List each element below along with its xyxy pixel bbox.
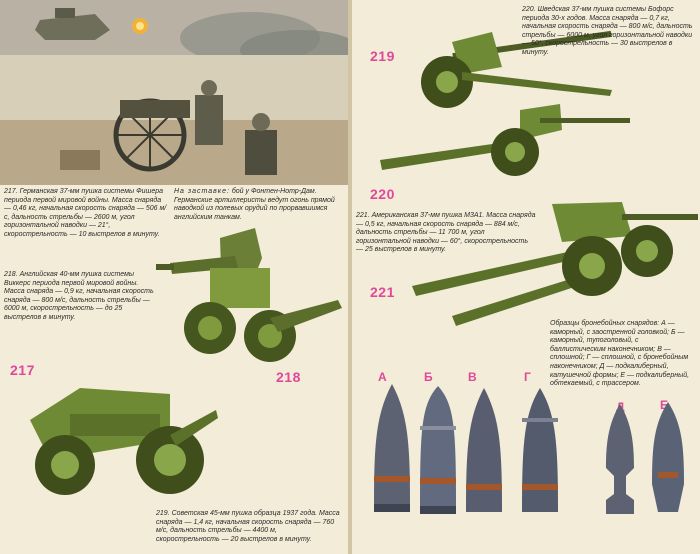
cover-caption-label: На заставке: [174, 188, 230, 195]
shell-e [652, 402, 684, 512]
cover-caption: На заставке: бой у Фонтен-Нотр-Дам. Герм… [174, 188, 344, 222]
page-gutter [348, 0, 352, 554]
shell-v [466, 388, 502, 512]
battle-scene-illustration [0, 0, 348, 185]
left-page: 217. Германская 37-мм пушка системы Фише… [0, 0, 348, 554]
figure-label-220: 220 [370, 186, 395, 202]
shell-d [606, 404, 634, 514]
armor-piercing-shells-illustration [374, 384, 684, 514]
shell-g [522, 388, 558, 512]
soviet-45mm-gun-illustration [30, 388, 218, 495]
shell-letter-b: Б [424, 370, 433, 384]
figure-label-217: 217 [10, 362, 35, 378]
shell-a [374, 384, 410, 512]
figure-label-221: 221 [370, 284, 395, 300]
shell-b [420, 386, 456, 514]
shells-caption: Образцы бронебойных снарядов: А — каморн… [550, 320, 690, 388]
m3a1-37mm-gun-illustration [380, 104, 630, 176]
shell-letter-e: Е [660, 398, 669, 412]
right-page: 219 220. Шведская 37-мм пушка системы Бо… [352, 0, 700, 554]
vickers-40mm-gun-illustration [156, 228, 342, 362]
caption-218: 218. Английская 40-мм пушка системы Викк… [4, 271, 154, 321]
shell-letter-a: А [378, 370, 387, 384]
cover-caption-text: бой у Фонтен-Нотр-Дам. Германские артилл… [174, 188, 335, 221]
figure-label-218: 218 [276, 369, 301, 385]
figure-label-219: 219 [370, 48, 395, 64]
bofors-37mm-gun-illustration [421, 30, 612, 108]
caption-221: 221. Американская 37-мм пушка М3А1. Масс… [356, 212, 536, 254]
caption-219: 219. Советская 45-мм пушка образца 1937 … [156, 510, 340, 543]
m3a1-gun-large-illustration [412, 202, 698, 326]
caption-217: 217. Германская 37-мм пушка системы Фише… [4, 188, 167, 238]
shell-letter-v: В [468, 370, 477, 384]
caption-220: 220. Шведская 37-мм пушка системы Бофорс… [522, 6, 693, 56]
shell-letter-g: Г [524, 370, 531, 384]
